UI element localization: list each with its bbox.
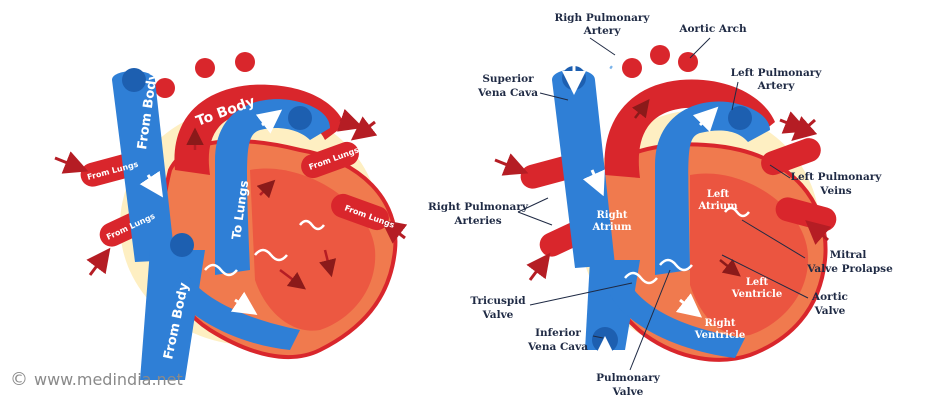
right-ventricle-outflow [170,270,300,350]
pulmonary-trunk [215,99,330,275]
leader-lines [517,37,809,371]
label-righ-pulmonary-artery-1: Righ Pulmonary [554,12,650,24]
aortic-branch-3 [678,52,698,72]
copyright-symbol: © [10,369,28,390]
label-inferior-vena-cava-2: Vena Cava [527,341,588,353]
arrow-blue-1 [139,170,163,198]
watermark-text: www.medindia.net [34,370,183,389]
arrow-in-right-lower [380,219,408,244]
aorta-branch-3 [235,52,255,72]
label-tricuspid-valve-1: Tricuspid [470,295,526,307]
right-ventricle-right [610,275,745,358]
label-right-atrium-2: Atrium [591,222,632,233]
label-pulmonary-valve-1: Pulmonary [596,372,661,384]
label-pulmonary-valve-2: Valve [612,386,644,398]
aorta-branch-1 [155,78,175,98]
superior-vena-cava [112,71,175,262]
valve-left-3 [299,219,325,231]
label-right-atrium-1: Right [597,210,628,221]
label-left-pulmonary-artery-1: Left Pulmonary [731,67,823,79]
label-inferior-vena-cava-1: Inferior [535,327,581,339]
arrow-in-right-upper [350,116,378,141]
arrow-r-white-2 [582,169,605,197]
label-superior-vena-cava-2: Vena Cava [477,87,538,99]
label-aortic-valve-2: Valve [814,305,846,317]
label-right-pulmonary-arteries-1: Right Pulmonary [428,201,529,213]
label-left-atrium-1: Left [707,189,730,200]
label-righ-pulmonary-artery-2: Artery [583,25,622,37]
arrow-r-blue-out [590,52,618,77]
label-left-pulmonary-artery-2: Artery [757,80,796,92]
valve-left-2 [254,248,288,262]
tricuspid-valve-shape [624,271,658,285]
label-superior-vena-cava-1: Superior [482,73,534,85]
label-tricuspid-valve-2: Valve [482,309,514,321]
arrow-r-in-upper [494,153,529,176]
label-right-ventricle-2: Ventricle [694,330,745,341]
pulmonary-artery-right [655,101,770,275]
pulmonary-artery-opening [288,106,312,130]
label-aortic-valve-1: Aortic [811,291,848,303]
valve-left-1 [204,263,238,277]
watermark: © www.medindia.net [10,369,183,390]
pulmonary-vein-right-lower [331,193,389,231]
arrow-r-inner-1 [719,258,741,277]
left-heart-diagram: From Body From Body To Body To Lungs Fro… [54,52,408,380]
left-pulmonary-artery-opening [728,106,752,130]
arrow-inner-1 [279,269,306,290]
label-mitral-valve-2: Valve Prolapse [806,263,893,275]
coronary-sinus [170,233,194,257]
label-mitral-valve-1: Mitral [830,249,867,261]
arrow-r-out-upper [779,111,809,134]
aortic-branch-2 [650,45,670,65]
arrow-r-in-right-lower [805,220,832,245]
left-pulmonary-vein-upper [761,138,821,176]
svc-opening [122,68,146,92]
label-left-pulmonary-veins-1: Left Pulmonary [791,171,883,183]
pulmonary-valve-shape [659,258,693,272]
arrow-inner-2 [319,249,337,278]
arrow-r-white-4 [675,293,703,318]
label-right-ventricle-1: Right [705,318,736,329]
arrow-in-upper-left [54,151,89,174]
right-heart-diagram: Righ Pulmonary Artery Aortic Arch Superi… [428,12,893,398]
label-right-pulmonary-arteries-2: Arteries [453,215,501,227]
arrow-inner-3 [256,179,276,199]
arrow-r-in-lower [526,252,551,281]
superior-vena-cava-right [552,69,615,268]
arrow-blue-2 [230,291,258,315]
arrow-r-in-right-upper [791,116,818,141]
aorta-branch-2 [195,58,215,78]
label-left-atrium-2: Atrium [697,201,738,212]
pulmonary-vein-right-upper [301,141,359,179]
label-left-ventricle-2: Ventricle [731,289,782,300]
arrow-r-inner-2 [631,99,650,119]
aortic-branch-1 [622,58,642,78]
label-left-ventricle-1: Left [746,277,769,288]
mitral-valve-shape [724,206,750,218]
label-aortic-arch: Aortic Arch [678,23,747,35]
label-left-pulmonary-veins-2: Veins [819,185,851,197]
arrow-r-white-3 [692,106,719,133]
arrow-in-lower-left [86,247,111,276]
arrow-blue-3 [255,109,283,134]
